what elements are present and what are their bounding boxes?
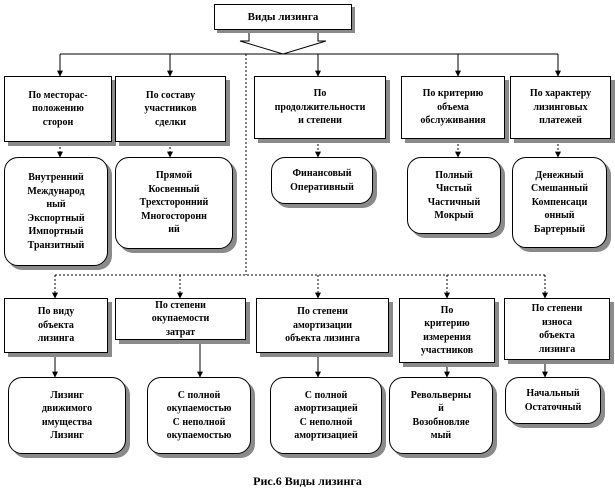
root-label: Виды лизинга [247,11,319,23]
items-list: Денежный Смешанный Компенсаци онный Барт… [530,169,588,235]
items-list: Полный Чистый Частичный Мокрый [427,169,481,222]
top-category-participants: По составу участников сделки [115,76,226,142]
bottom-category-object-type: По виду объекта лизинга [4,298,108,353]
items-list: С полной амортизацией С неполной амортиз… [294,389,358,442]
figure-caption: Рис.6 Виды лизинга [253,474,362,488]
bottom-category-label: По виду объекта лизинга [37,306,75,345]
bottom-category-participants-measure: По критерию измерения участников [399,298,495,363]
top-category-label: По характеру лизинговых платежей [529,88,592,127]
bottom-category-label: По степени износа объекта лизинга [531,303,583,355]
root-node: Виды лизинга [214,4,352,30]
bottom-category-depreciation: По степени амортизации объекта лизинга [256,298,389,353]
top-category-service-volume: По критерию объема обслуживания [401,76,505,139]
bottom-items-object-type: Лизинг движимого имущества Лизинг [8,377,126,454]
top-items-service-volume: Полный Чистый Частичный Мокрый [407,157,501,234]
top-items-payments: Денежный Смешанный Компенсаци онный Барт… [512,157,607,248]
top-items-duration: Финансовый Оперативный [271,157,373,204]
bottom-category-wear: По степени износа объекта лизинга [504,298,610,360]
items-list: Револьверны й Возобновляе мый [410,389,472,442]
bottom-category-label: По степени окупаемости затрат [151,299,210,338]
items-list: Прямой Косвенный Трехсторонний Многостор… [139,170,209,236]
items-list: С полной окупаемостью С неполной окупаем… [166,389,232,442]
top-category-label: По критерию объема обслуживания [420,88,486,127]
bottom-category-label: По степени амортизации объекта лизинга [285,306,360,345]
top-category-payments: По характеру лизинговых платежей [510,76,611,139]
bottom-items-wear: Начальный Остаточный [505,377,601,424]
items-list: Внутренний Международ ный Экспортный Имп… [27,172,85,251]
top-category-label: По составу участников сделки [144,89,197,128]
top-category-label: По продолжительности и степени [274,88,366,127]
items-list: Лизинг движимого имущества Лизинг [41,389,93,442]
top-category-label: По месторас- положению сторон [28,89,88,128]
root-down-arrow [239,29,327,55]
bottom-category-payback: По степени окупаемости затрат [115,298,246,340]
top-category-location: По месторас- положению сторон [4,76,112,142]
bottom-items-participants-measure: Револьверны й Возобновляе мый [389,377,493,454]
bottom-items-payback: С полной окупаемостью С неполной окупаем… [147,377,251,454]
top-category-duration: По продолжительности и степени [254,76,386,139]
bottom-items-depreciation: С полной амортизацией С неполной амортиз… [270,377,382,454]
top-items-location: Внутренний Международ ный Экспортный Имп… [4,157,108,266]
items-list: Начальный Остаточный [524,388,582,413]
top-items-participants: Прямой Косвенный Трехсторонний Многостор… [115,157,233,249]
bottom-category-label: По критерию измерения участников [420,304,474,357]
items-list: Финансовый Оперативный [290,168,354,193]
